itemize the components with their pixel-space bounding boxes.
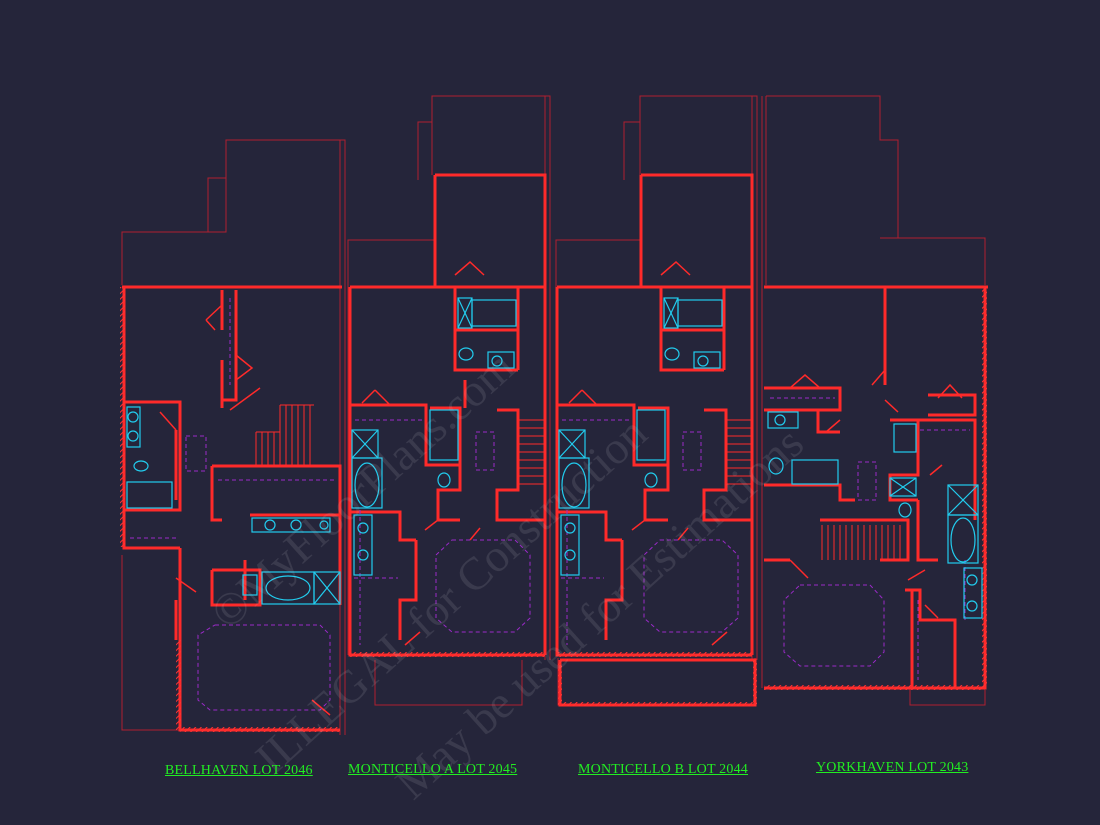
unit-label-yorkhaven: YORKHAVEN LOT 2043 <box>816 760 969 775</box>
unit-label-bellhaven: BELLHAVEN LOT 2046 <box>165 763 313 778</box>
unit-bellhaven-plan <box>120 139 346 735</box>
unit-label-monticello-b: MONTICELLO B LOT 2044 <box>578 762 748 777</box>
unit-label-monticello-a: MONTICELLO A LOT 2045 <box>348 762 518 777</box>
unit-yorkhaven-plan <box>761 95 988 706</box>
unit-monticello-b-plan <box>555 95 758 707</box>
unit-monticello-a-plan <box>347 95 551 706</box>
